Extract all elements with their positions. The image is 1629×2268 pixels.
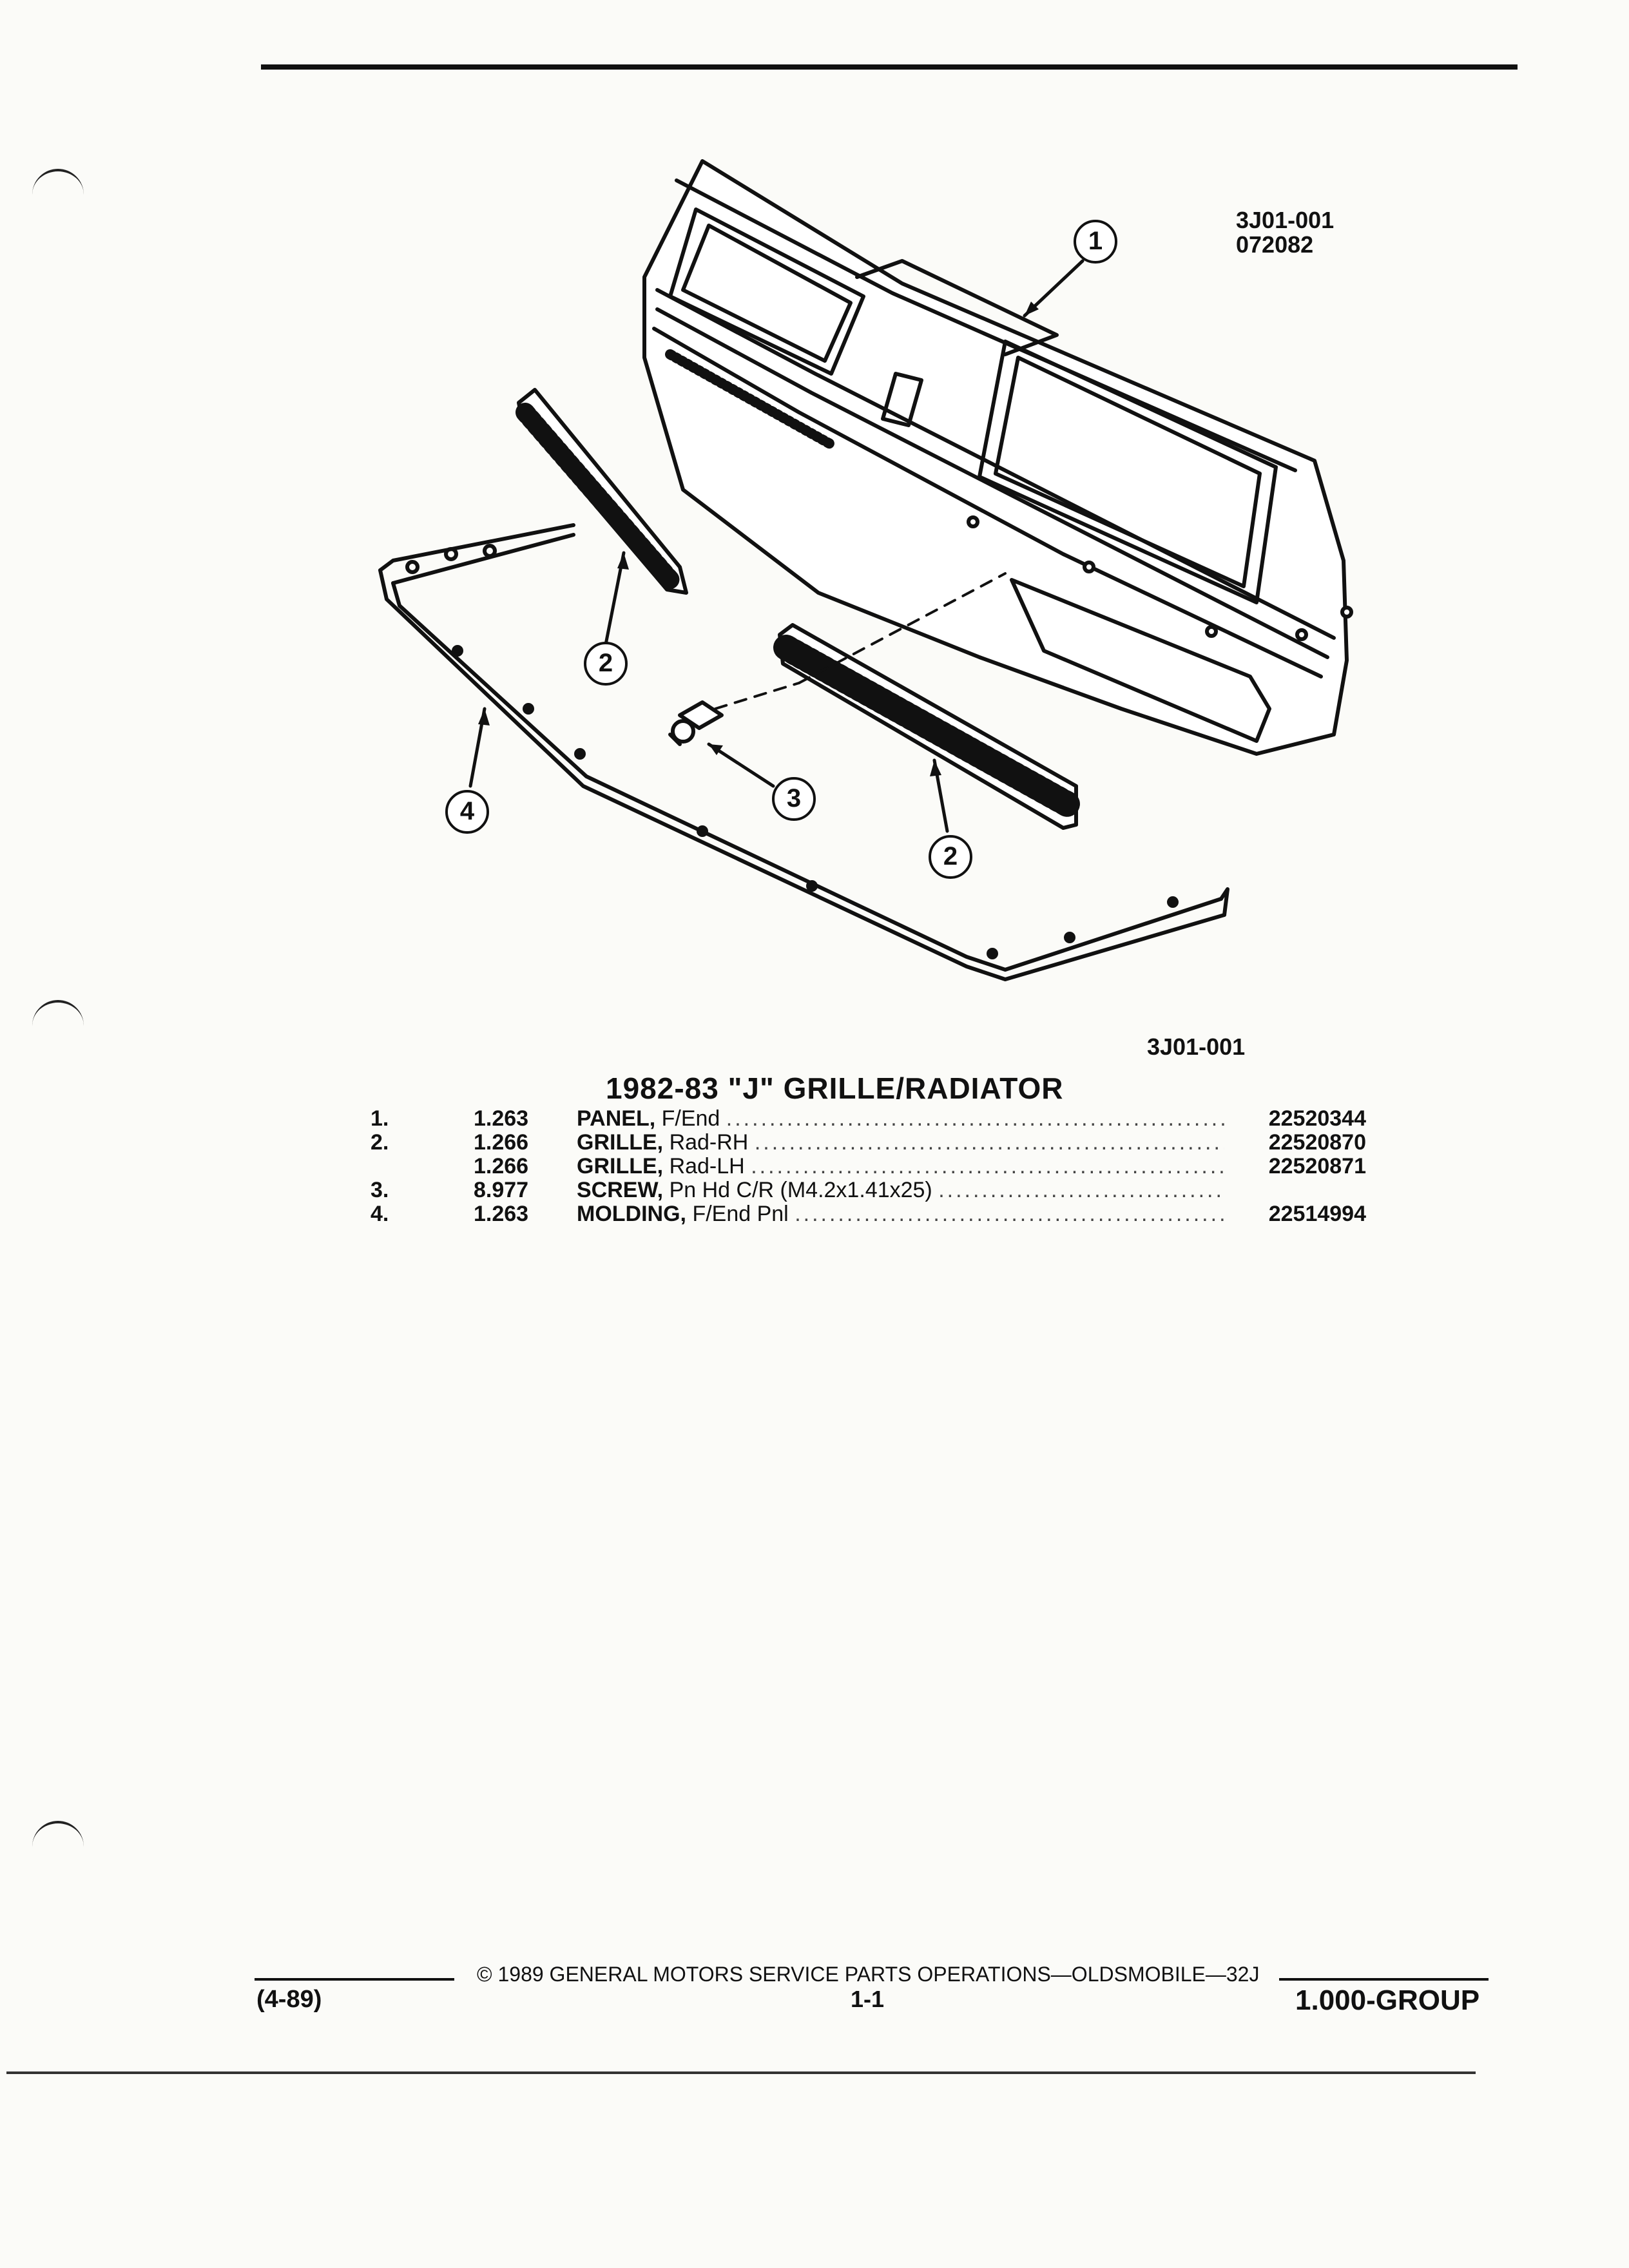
figure-date-code: 072082 xyxy=(1236,231,1314,258)
part-description: PANEL, F/End ...........................… xyxy=(577,1107,1224,1131)
group-number: 8.977 xyxy=(474,1178,529,1202)
item-number: 3. xyxy=(371,1178,389,1202)
footer-copyright: © 1989 GENERAL MOTORS SERVICE PARTS OPER… xyxy=(477,1963,1260,1986)
margin-mark xyxy=(32,169,84,197)
callout-4: 4 xyxy=(459,797,475,825)
part-number: 22514994 xyxy=(1268,1202,1366,1226)
parts-row: 3. 8.977 SCREW, Pn Hd C/R (M4.2x1.41x25)… xyxy=(371,1178,1366,1202)
footer-rule-left xyxy=(255,1978,454,1981)
footer-group: 1.000-GROUP xyxy=(1295,1984,1480,2016)
group-number: 1.266 xyxy=(474,1154,529,1178)
footer-page-number: 1-1 xyxy=(851,1986,885,2012)
parts-row: 1.266 GRILLE, Rad-LH ...................… xyxy=(371,1155,1366,1178)
parts-row: 1. 1.263 PANEL, F/End ..................… xyxy=(371,1107,1366,1131)
footer-date: (4-89) xyxy=(256,1986,322,2013)
page-title: 1982-83 "J" GRILLE/RADIATOR xyxy=(606,1072,1064,1105)
parts-row: 4. 1.263 MOLDING, F/End Pnl ............… xyxy=(371,1202,1366,1226)
part-description: GRILLE, Rad-RH .........................… xyxy=(577,1131,1224,1155)
group-number: 1.266 xyxy=(474,1130,529,1155)
item-number: 2. xyxy=(371,1130,389,1155)
part-number: 22520871 xyxy=(1268,1154,1366,1178)
figure-code-bottom: 3J01-001 xyxy=(1147,1033,1246,1060)
item-number: 4. xyxy=(371,1202,389,1226)
group-number: 1.263 xyxy=(474,1106,529,1131)
part-number: 22520344 xyxy=(1268,1106,1366,1131)
parts-row: 2. 1.266 GRILLE, Rad-RH ................… xyxy=(371,1131,1366,1155)
part-number: 22520870 xyxy=(1268,1130,1366,1155)
callout-2-left: 2 xyxy=(598,649,613,677)
part-description: GRILLE, Rad-LH .........................… xyxy=(577,1155,1224,1178)
callout-1: 1 xyxy=(1088,227,1103,255)
front-end-panel-drawing xyxy=(642,159,1353,756)
callout-3: 3 xyxy=(786,784,802,812)
part-description: MOLDING, F/End Pnl .....................… xyxy=(577,1202,1224,1226)
group-number: 1.263 xyxy=(474,1202,529,1226)
part-description: SCREW, Pn Hd C/R (M4.2x1.41x25) ........… xyxy=(577,1178,1224,1202)
margin-mark xyxy=(32,1821,84,1849)
exploded-view-illustration xyxy=(378,159,1353,981)
screw-drawing xyxy=(668,700,724,746)
callout-2-right: 2 xyxy=(943,842,958,870)
figure-code-top: 3J01-001 xyxy=(1236,207,1335,233)
right-grille-drawing xyxy=(773,623,1083,830)
top-rule xyxy=(261,64,1518,70)
margin-mark xyxy=(32,1000,84,1028)
bottom-rule xyxy=(6,2071,1476,2074)
parts-list: 1. 1.263 PANEL, F/End ..................… xyxy=(371,1107,1366,1226)
front-end-molding-drawing xyxy=(378,523,1229,981)
footer-rule-right xyxy=(1279,1978,1489,1981)
leader-line-3 xyxy=(707,742,775,788)
item-number: 1. xyxy=(371,1106,389,1131)
left-grille-drawing xyxy=(516,388,688,595)
